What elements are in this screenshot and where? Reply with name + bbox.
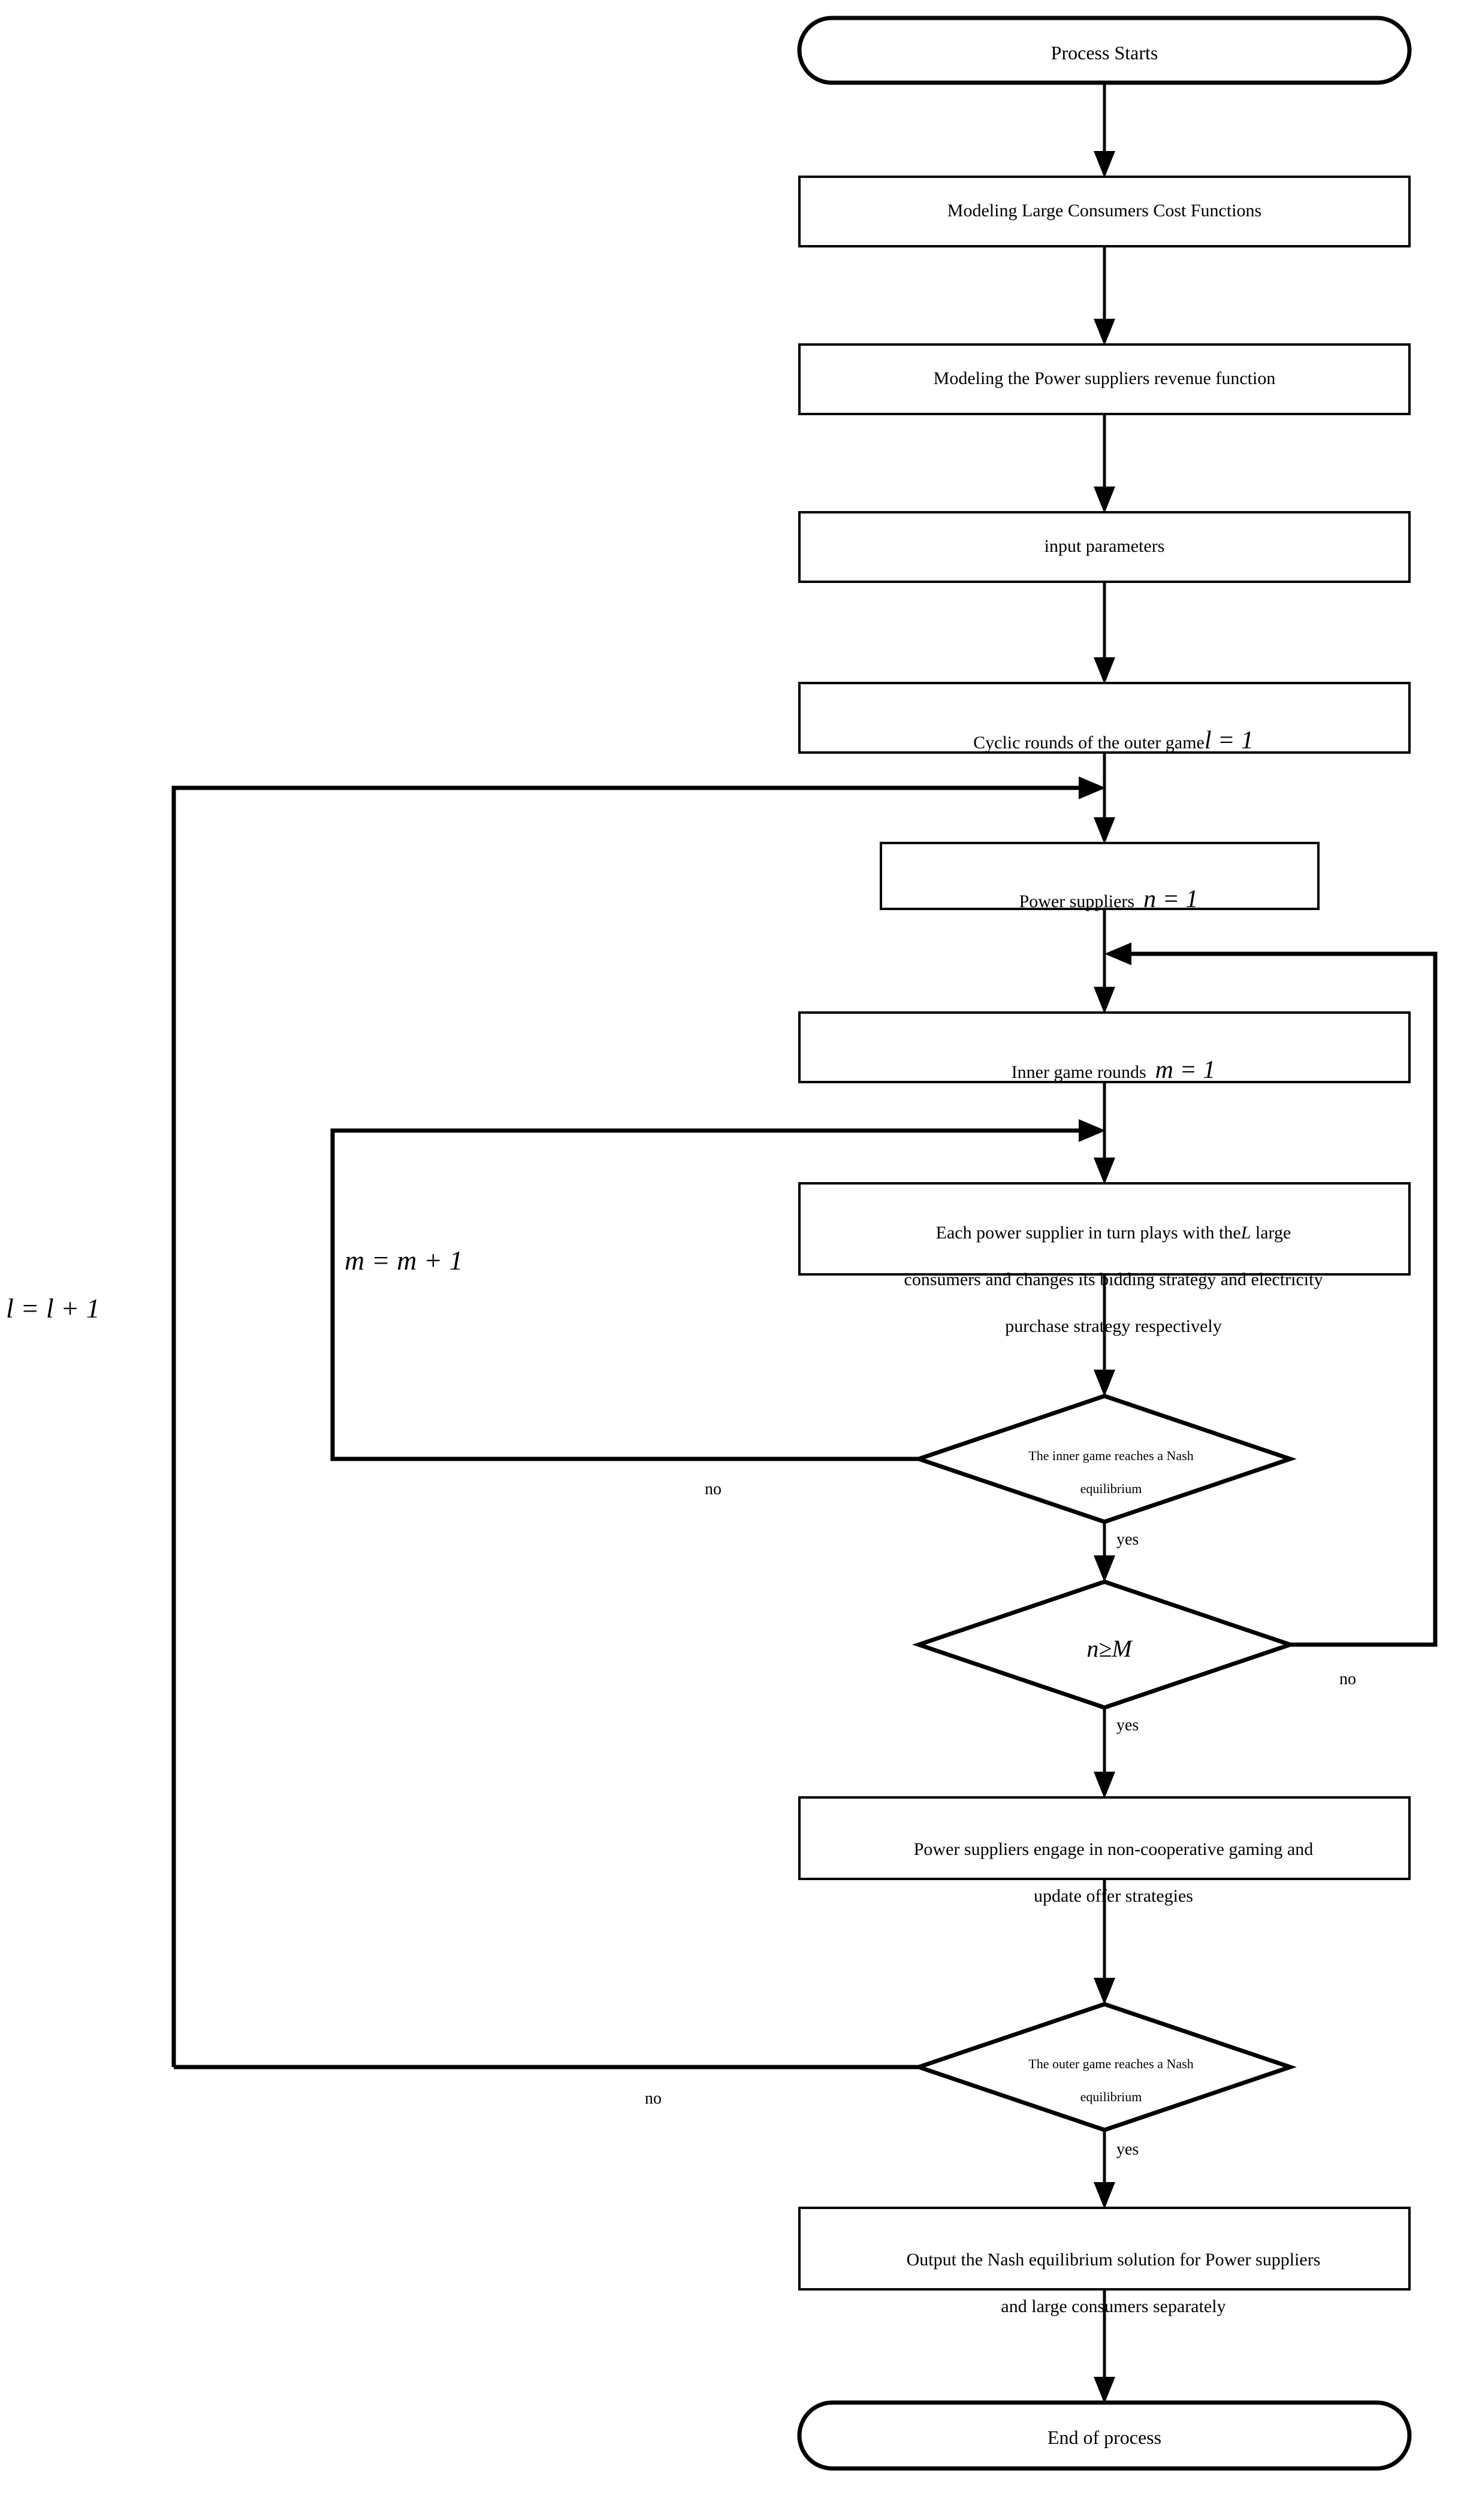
node-play-game-line2: consumers and changes its bidding strate… [904,1270,1323,1289]
node-output-line1: Output the Nash equilibrium solution for… [906,2250,1321,2270]
node-output-line2: and large consumers separately [1001,2297,1226,2316]
loop-label-inner-increment: m = m + 1 [345,1245,463,1276]
node-non-coop-label: Power suppliers engage in non-cooperativ… [808,1814,1401,1931]
node-play-game-line1-a: Each power supplier in turn plays with t… [935,1223,1241,1243]
arrowhead-play-game-to-inner-nash [1094,1370,1115,1397]
node-inner-nash-line2: equilibrium [1080,1480,1142,1496]
node-play-game-line1-b: large [1251,1223,1291,1243]
node-non-coop-shape [798,1796,1411,1880]
node-outer-nash-line1: The outer game reaches a Nash [1028,2056,1194,2071]
node-outer-nash-label: The outer game reaches a Nash equilibriu… [967,2039,1242,2122]
node-model-cost-label: Modeling Large Consumers Cost Functions [947,201,1262,220]
arrowhead-revenue-to-input [1094,487,1115,513]
arrowhead-outer-nash-yes-to-output [1094,2182,1115,2209]
arrowhead-non-coop-to-outer-nash [1094,1978,1115,2005]
node-output-label: Output the Nash equilibrium solution for… [808,2225,1401,2341]
edge-n-ge-m-no-return [1118,951,1438,1647]
node-outer-rounds-label: Cyclic rounds of the outer gamel = 1 [799,702,1409,781]
edge-label-inner-nash-no: no [705,1480,722,1498]
arrowhead-inner-rounds-to-play-game [1094,1158,1115,1185]
arrowhead-outer-loop-return [1079,776,1106,799]
arrowhead-start-to-model-cost [1094,151,1115,178]
node-power-suppliers-text: Power suppliers [1019,892,1135,912]
arrowhead-input-to-outer-rounds [1094,657,1115,684]
edge-inner-nash-no-return [330,1128,1092,1461]
node-inner-nash-label: The inner game reaches a Nash equilibriu… [967,1431,1242,1513]
edge-label-n-ge-m-no: no [1339,1670,1356,1688]
arrowhead-model-cost-to-revenue [1094,319,1115,346]
arrowhead-n-ge-m-yes-to-non-coop [1094,1772,1115,1799]
node-input-params-shape [798,511,1411,583]
edge-label-n-ge-m-yes: yes [1116,1716,1139,1735]
node-non-coop-line2: update offer strategies [1033,1886,1193,1906]
edge-label-inner-nash-yes: yes [1116,1530,1139,1549]
node-play-game-line1-math: L [1240,1223,1251,1243]
loop-label-outer-increment: l = l + 1 [6,1293,100,1324]
node-play-game-label: Each power supplier in turn plays with t… [808,1198,1401,1361]
node-inner-rounds-label: Inner game rounds m = 1 [799,1032,1409,1110]
edge-label-outer-nash-no: no [645,2089,662,2108]
node-play-game-line3: purchase strategy respectively [1005,1316,1222,1336]
node-outer-rounds-text: Cyclic rounds of the outer game [973,733,1205,753]
node-model-cost-shape [798,176,1411,247]
node-outer-nash-line2: equilibrium [1080,2089,1142,2104]
node-inner-rounds-text: Inner game rounds [1011,1062,1146,1083]
node-power-suppliers-label: Power suppliers n = 1 [881,861,1318,939]
edge-label-outer-nash-yes: yes [1116,2140,1139,2159]
node-play-game-shape [798,1182,1411,1276]
arrowhead-n-ge-m-no-return [1104,942,1131,965]
arrowhead-outer-rounds-to-power-suppliers [1094,817,1115,844]
node-output-shape [798,2207,1411,2291]
arrowhead-output-to-end [1094,2377,1115,2404]
node-n-ge-m-label: n≥M [967,1621,1242,1676]
node-model-revenue-label: Modeling the Power suppliers revenue fun… [933,368,1276,388]
node-non-coop-line1: Power suppliers engage in non-cooperativ… [913,1839,1314,1859]
node-inner-nash-line1: The inner game reaches a Nash [1028,1448,1194,1463]
node-power-suppliers-math: n = 1 [1143,886,1199,914]
node-outer-rounds-math: l = 1 [1204,727,1254,755]
arrowhead-inner-nash-no-return [1079,1119,1106,1142]
node-power-suppliers-shape [880,842,1320,910]
arrowhead-power-suppliers-to-inner-rounds [1094,987,1115,1014]
node-start-label: Process Starts [1051,42,1158,64]
edge-outer-loop-return [171,785,1092,2067]
arrowhead-inner-nash-yes-to-n-ge-m [1094,1555,1115,1582]
node-input-params-label: input parameters [1044,536,1165,556]
node-n-ge-m-math: n≥M [1086,1635,1132,1663]
node-inner-rounds-math: m = 1 [1155,1056,1216,1084]
node-end-label: End of process [1047,2427,1162,2448]
